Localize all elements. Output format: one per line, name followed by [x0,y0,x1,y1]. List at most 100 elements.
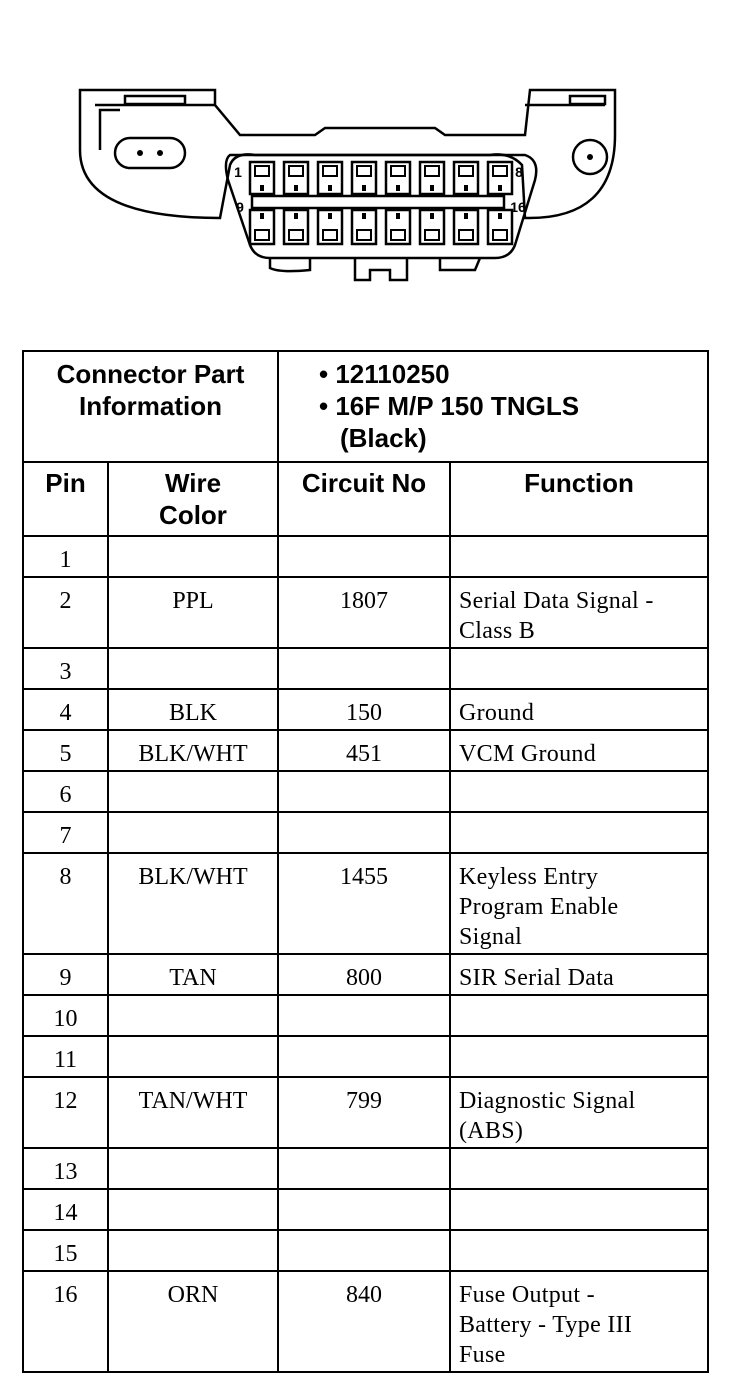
function-cell [448,770,710,813]
part-color: (Black) [340,423,427,453]
function-cell [448,994,710,1037]
column-header-circuit-no: Circuit No [277,461,451,537]
connector-part-info-label: Connector Part Information [22,350,279,463]
pin-cell: 6 [22,770,109,813]
pin-cell: 16 [22,1270,109,1373]
wire-color-cell: BLK [107,688,279,731]
function-cell: SIR Serial Data [448,953,710,996]
right-mount-hole [571,138,609,176]
pin-cavity [452,208,480,246]
wire-color-cell: TAN/WHT [107,1076,279,1149]
pin-cavity [350,160,378,196]
pin-cavity [282,160,310,196]
wire-color-cell [107,1147,279,1190]
function-line: Ground [459,700,535,726]
pin-cavity [248,208,276,246]
connector-part-info-values: • 12110250 • 16F M/P 150 TNGLS (Black) [276,350,710,463]
table-row: 14 [22,1188,710,1231]
function-cell [448,1229,710,1272]
table-row: 10 [22,994,710,1037]
pin-cavity [486,208,514,246]
function-cell: VCM Ground [448,729,710,772]
pin-cell: 3 [22,647,109,690]
pin-label-9: 9 [236,199,244,215]
circuit-cell [277,535,451,578]
table-row: 13 [22,1147,710,1190]
pin-cell: 14 [22,1188,109,1231]
pin-cell: 7 [22,811,109,854]
pin-cell: 10 [22,994,109,1037]
left-mount-hole [113,136,187,170]
circuit-cell: 1807 [277,576,451,649]
part-description: • 16F M/P 150 TNGLS [319,391,580,421]
pinout-table: Connector Part Information • 12110250 • … [22,350,710,1373]
function-line: Signal [459,924,523,950]
wire-color-cell [107,535,279,578]
pin-cavity [486,160,514,196]
pin-cell: 5 [22,729,109,772]
function-line: Keyless Entry [459,864,599,890]
column-header-pin: Pin [22,461,109,537]
pin-cavity [452,160,480,196]
connector-face [224,153,538,260]
connector-diagram: 1 8 9 16 [78,88,617,282]
column-header-function: Function [448,461,710,537]
function-cell [448,1188,710,1231]
function-line: (ABS) [459,1118,524,1144]
wire-color-cell [107,1229,279,1272]
pin-cell: 11 [22,1035,109,1078]
wire-color-cell: ORN [107,1270,279,1373]
wire-color-cell [107,994,279,1037]
pin-cavity [316,160,344,196]
pin-cell: 9 [22,953,109,996]
function-line: Program Enable [459,894,619,920]
circuit-cell [277,770,451,813]
function-cell: Serial Data Signal -Class B [448,576,710,649]
pin-cell: 13 [22,1147,109,1190]
pin-cavity [418,208,446,246]
circuit-cell: 799 [277,1076,451,1149]
function-line: Fuse [459,1342,506,1368]
wire-color-cell [107,811,279,854]
pin-cavity [350,208,378,246]
table-row: 11 [22,1035,710,1078]
pin-label-1: 1 [234,164,242,180]
function-line: Battery - Type III [459,1312,633,1338]
wire-color-cell: BLK/WHT [107,729,279,772]
pin-cell: 2 [22,576,109,649]
circuit-cell: 451 [277,729,451,772]
circuit-cell [277,1229,451,1272]
function-line: Diagnostic Signal [459,1088,636,1114]
pin-cell: 1 [22,535,109,578]
pin-cavity [418,160,446,196]
circuit-cell: 1455 [277,852,451,955]
circuit-cell [277,1035,451,1078]
circuit-cell [277,1147,451,1190]
circuit-cell [277,811,451,854]
pin-cavity [384,160,412,196]
pin-row-bottom [248,208,514,246]
pin-cavity [316,208,344,246]
table-row: 3 [22,647,710,690]
pin-cavity [384,208,412,246]
wire-color-cell [107,770,279,813]
circuit-cell: 150 [277,688,451,731]
function-cell: Ground [448,688,710,731]
circuit-cell [277,994,451,1037]
wire-color-cell: TAN [107,953,279,996]
table-row: 15 [22,1229,710,1272]
pin-row-top [248,160,514,196]
pin-label-16: 16 [510,199,526,215]
pin-cavity [248,160,276,196]
circuit-cell: 840 [277,1270,451,1373]
wire-color-cell: PPL [107,576,279,649]
